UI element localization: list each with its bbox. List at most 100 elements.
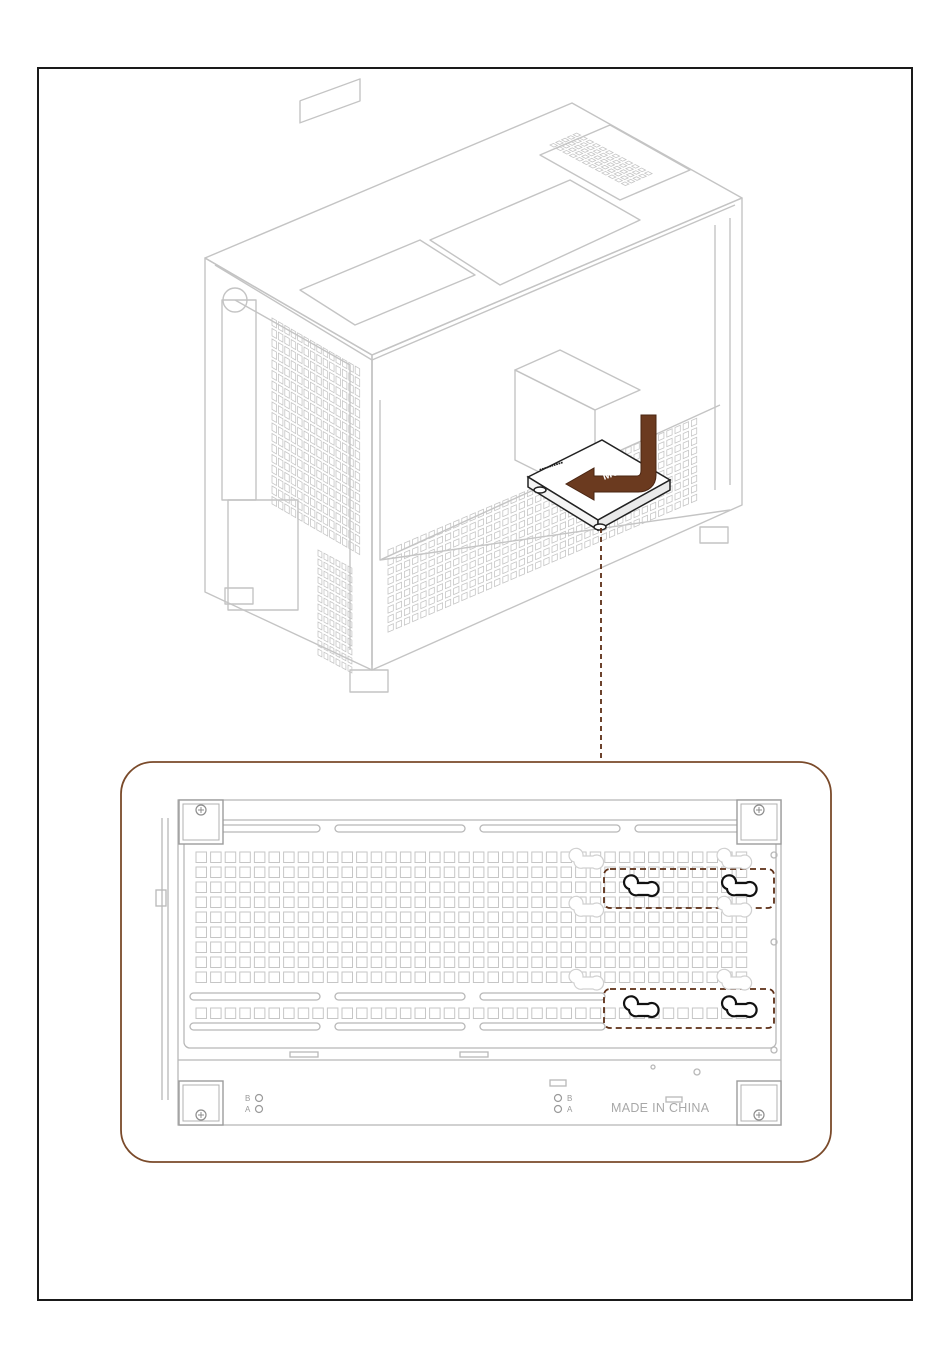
mesh-cell bbox=[488, 972, 499, 983]
mesh-cell bbox=[313, 897, 324, 908]
mesh-cell bbox=[310, 519, 314, 529]
mesh-cell bbox=[659, 461, 664, 469]
mesh-cell bbox=[304, 452, 308, 462]
mesh-cell bbox=[298, 897, 309, 908]
mesh-cell bbox=[355, 419, 359, 429]
mesh-cell bbox=[462, 573, 467, 581]
mesh-cell bbox=[342, 662, 346, 670]
mesh-cell bbox=[400, 942, 411, 953]
mesh-cell bbox=[323, 505, 327, 515]
mesh-cell bbox=[355, 377, 359, 387]
mesh-cell bbox=[304, 473, 308, 483]
mesh-cell bbox=[511, 552, 516, 560]
mesh-cell bbox=[285, 451, 289, 461]
mesh-cell bbox=[667, 495, 672, 503]
mesh-cell bbox=[663, 972, 674, 983]
mesh-cell bbox=[291, 403, 295, 413]
mesh-cell bbox=[488, 882, 499, 893]
mesh-cell bbox=[601, 533, 606, 541]
mesh-cell bbox=[310, 498, 314, 508]
mesh-cell bbox=[330, 477, 334, 487]
mesh-cell bbox=[254, 957, 265, 968]
mesh-cell bbox=[324, 580, 328, 588]
mesh-cell bbox=[659, 432, 664, 440]
mesh-cell bbox=[284, 882, 295, 893]
mesh-cell bbox=[454, 567, 459, 575]
mesh-cell bbox=[342, 516, 346, 526]
mesh-cell bbox=[582, 155, 589, 159]
mesh-cell bbox=[327, 882, 338, 893]
mesh-cell bbox=[285, 430, 289, 440]
mesh-cell bbox=[388, 586, 393, 594]
mesh-cell bbox=[576, 157, 583, 161]
mesh-cell bbox=[663, 1008, 674, 1019]
mesh-cell bbox=[342, 867, 353, 878]
mesh-cell bbox=[691, 428, 696, 436]
mesh-cell bbox=[285, 367, 289, 377]
mesh-cell bbox=[342, 506, 346, 516]
mesh-cell bbox=[291, 508, 295, 518]
mesh-cell bbox=[517, 882, 528, 893]
mesh-cell bbox=[269, 897, 280, 908]
mesh-cell bbox=[444, 972, 455, 983]
mesh-cell bbox=[396, 563, 401, 571]
mesh-cell bbox=[272, 402, 276, 412]
case-right-panel bbox=[372, 198, 742, 670]
mesh-cell bbox=[330, 655, 334, 663]
mesh-cell bbox=[323, 516, 327, 526]
mesh-cell bbox=[430, 882, 441, 893]
mesh-cell bbox=[683, 469, 688, 477]
mesh-cell bbox=[298, 927, 309, 938]
mesh-cell bbox=[550, 143, 557, 147]
mesh-cell bbox=[278, 406, 282, 416]
mesh-cell bbox=[517, 867, 528, 878]
mesh-cell bbox=[736, 927, 747, 938]
mesh-cell bbox=[552, 516, 557, 524]
mesh-cell bbox=[278, 395, 282, 405]
mesh-cell bbox=[488, 897, 499, 908]
mesh-cell bbox=[561, 912, 572, 923]
mesh-cell bbox=[437, 603, 442, 611]
mesh-cell bbox=[272, 476, 276, 486]
mesh-cell bbox=[342, 897, 353, 908]
mesh-cell bbox=[400, 852, 411, 863]
mesh-cell bbox=[546, 1008, 557, 1019]
mesh-cell bbox=[707, 912, 718, 923]
mesh-cell bbox=[445, 533, 450, 541]
mesh-cell bbox=[327, 912, 338, 923]
mesh-cell bbox=[342, 495, 346, 505]
mesh-cell bbox=[386, 957, 397, 968]
mesh-cell bbox=[396, 620, 401, 628]
mesh-cell bbox=[388, 595, 393, 603]
mesh-cell bbox=[619, 927, 630, 938]
mesh-cell bbox=[667, 457, 672, 465]
mesh-cell bbox=[317, 491, 321, 501]
mesh-cell bbox=[336, 502, 340, 512]
mesh-cell bbox=[462, 554, 467, 562]
mesh-cell bbox=[386, 882, 397, 893]
mesh-cell bbox=[576, 1008, 587, 1019]
mesh-cell bbox=[304, 484, 308, 494]
mesh-cell bbox=[495, 531, 500, 539]
mesh-cell bbox=[272, 329, 276, 339]
port-label-b-left: B bbox=[245, 1094, 250, 1103]
mesh-cell bbox=[478, 576, 483, 584]
mesh-cell bbox=[546, 897, 557, 908]
mesh-cell bbox=[445, 590, 450, 598]
mesh-cell bbox=[278, 332, 282, 342]
mesh-cell bbox=[272, 413, 276, 423]
mesh-cell bbox=[357, 882, 368, 893]
mesh-cell bbox=[342, 635, 346, 643]
mesh-cell bbox=[404, 569, 409, 577]
mesh-cell bbox=[291, 361, 295, 371]
mesh-cell bbox=[691, 437, 696, 445]
mesh-cell bbox=[532, 972, 543, 983]
mesh-cell bbox=[691, 485, 696, 493]
mesh-cell bbox=[532, 912, 543, 923]
mesh-cell bbox=[678, 1008, 689, 1019]
mesh-cell bbox=[317, 459, 321, 469]
made-in-china-label: MADE IN CHINA bbox=[611, 1101, 710, 1115]
mesh-cell bbox=[625, 161, 632, 165]
mesh-cell bbox=[459, 867, 470, 878]
mesh-cell bbox=[650, 502, 655, 510]
